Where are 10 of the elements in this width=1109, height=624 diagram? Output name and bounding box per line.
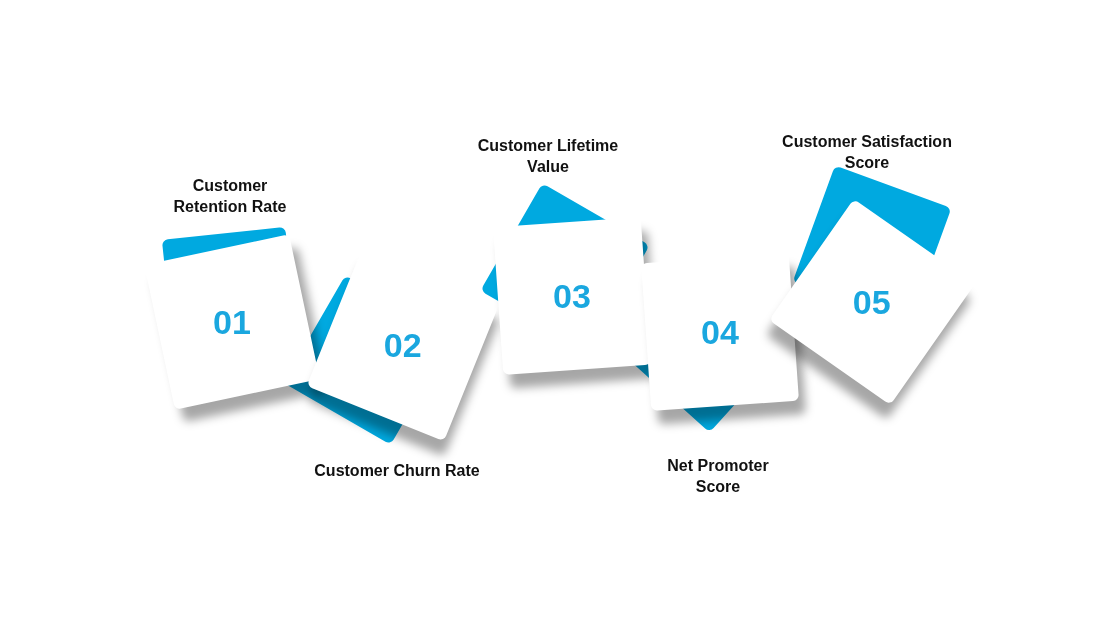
- step-number: 03: [553, 275, 591, 317]
- step-number: 01: [213, 301, 251, 343]
- metric-label: Net Promoter Score: [666, 456, 770, 497]
- metric-label: Customer Lifetime Value: [476, 136, 620, 177]
- step-number: 05: [853, 281, 891, 323]
- step-number: 04: [701, 311, 739, 353]
- metric-label: Customer Retention Rate: [172, 176, 288, 217]
- step-number: 02: [384, 324, 422, 366]
- metric-label: Customer Churn Rate: [313, 461, 481, 481]
- metric-label: Customer Satisfaction Score: [781, 132, 953, 173]
